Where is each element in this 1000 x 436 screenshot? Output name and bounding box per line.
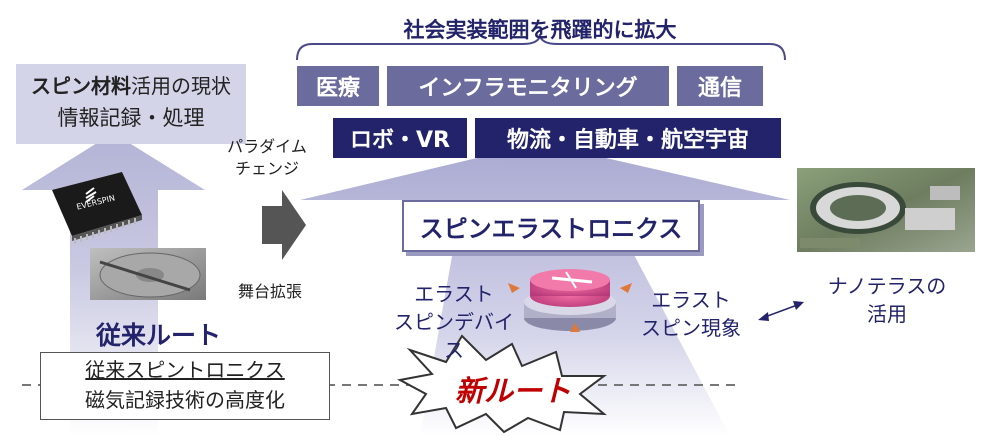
app-box-robot-vr: ロボ・VR	[333, 118, 467, 158]
nanoterasu-link-arrow	[758, 301, 804, 321]
nanoterasu-label: ナノテラスの 活用	[812, 272, 962, 328]
app-box-infrastructure-monitoring: インフラモニタリング	[387, 66, 669, 106]
phenomena-line1: エラスト	[651, 288, 731, 312]
conventional-route-label: 従来ルート	[96, 321, 222, 350]
app-box-communication: 通信	[677, 66, 763, 106]
spin-device-image	[508, 269, 632, 332]
left-heading-panel	[16, 64, 246, 144]
app-box-medical: 医療	[297, 66, 379, 106]
new-route-label: 新ルート	[455, 374, 572, 408]
elastic-spin-device-label: エラスト スピンデバイス	[388, 280, 520, 364]
phenomena-line2: スピン現象	[641, 316, 741, 340]
current-use-label: 活用の現状	[131, 74, 231, 98]
stage-expansion-label: 舞台拡張	[238, 282, 303, 301]
paradigm-change-label: パラダイム チェンジ	[212, 136, 322, 180]
conventional-spintronics-box: 従来スピントロニクス 磁気記録技術の高度化	[40, 352, 330, 420]
paradigm-arrow	[262, 190, 306, 260]
left-heading-line1: スピン材料活用の現状	[16, 70, 246, 99]
paradigm-line1: パラダイム	[227, 137, 307, 156]
spin-elastronics-box: スピンエラストロニクス	[402, 200, 700, 252]
left-heading-line2: 情報記録・処理	[57, 106, 205, 130]
nanoterasu-line2: 活用	[867, 302, 907, 326]
paradigm-line2: チェンジ	[234, 159, 299, 178]
spin-chip-image	[52, 172, 142, 244]
nanoterasu-line1: ナノテラスの	[827, 274, 947, 298]
elastic-spin-phenomena-label: エラスト スピン現象	[626, 286, 756, 342]
top-bracket	[296, 33, 786, 61]
new-route-starburst	[397, 334, 607, 434]
conventional-box-line2: 磁気記録技術の高度化	[85, 388, 285, 412]
spin-material-label: スピン材料	[31, 74, 131, 98]
top-heading: 社会実装範囲を飛躍的に拡大	[403, 18, 677, 42]
app-box-logistics-auto-aerospace: 物流・自動車・航空宇宙	[475, 118, 781, 158]
hdd-image	[90, 248, 206, 300]
nanoterasu-photo	[797, 168, 975, 252]
device-line1: エラスト	[414, 282, 494, 306]
device-line2: スピンデバイス	[394, 310, 514, 362]
conventional-box-line1: 従来スピントロニクス	[85, 358, 285, 382]
